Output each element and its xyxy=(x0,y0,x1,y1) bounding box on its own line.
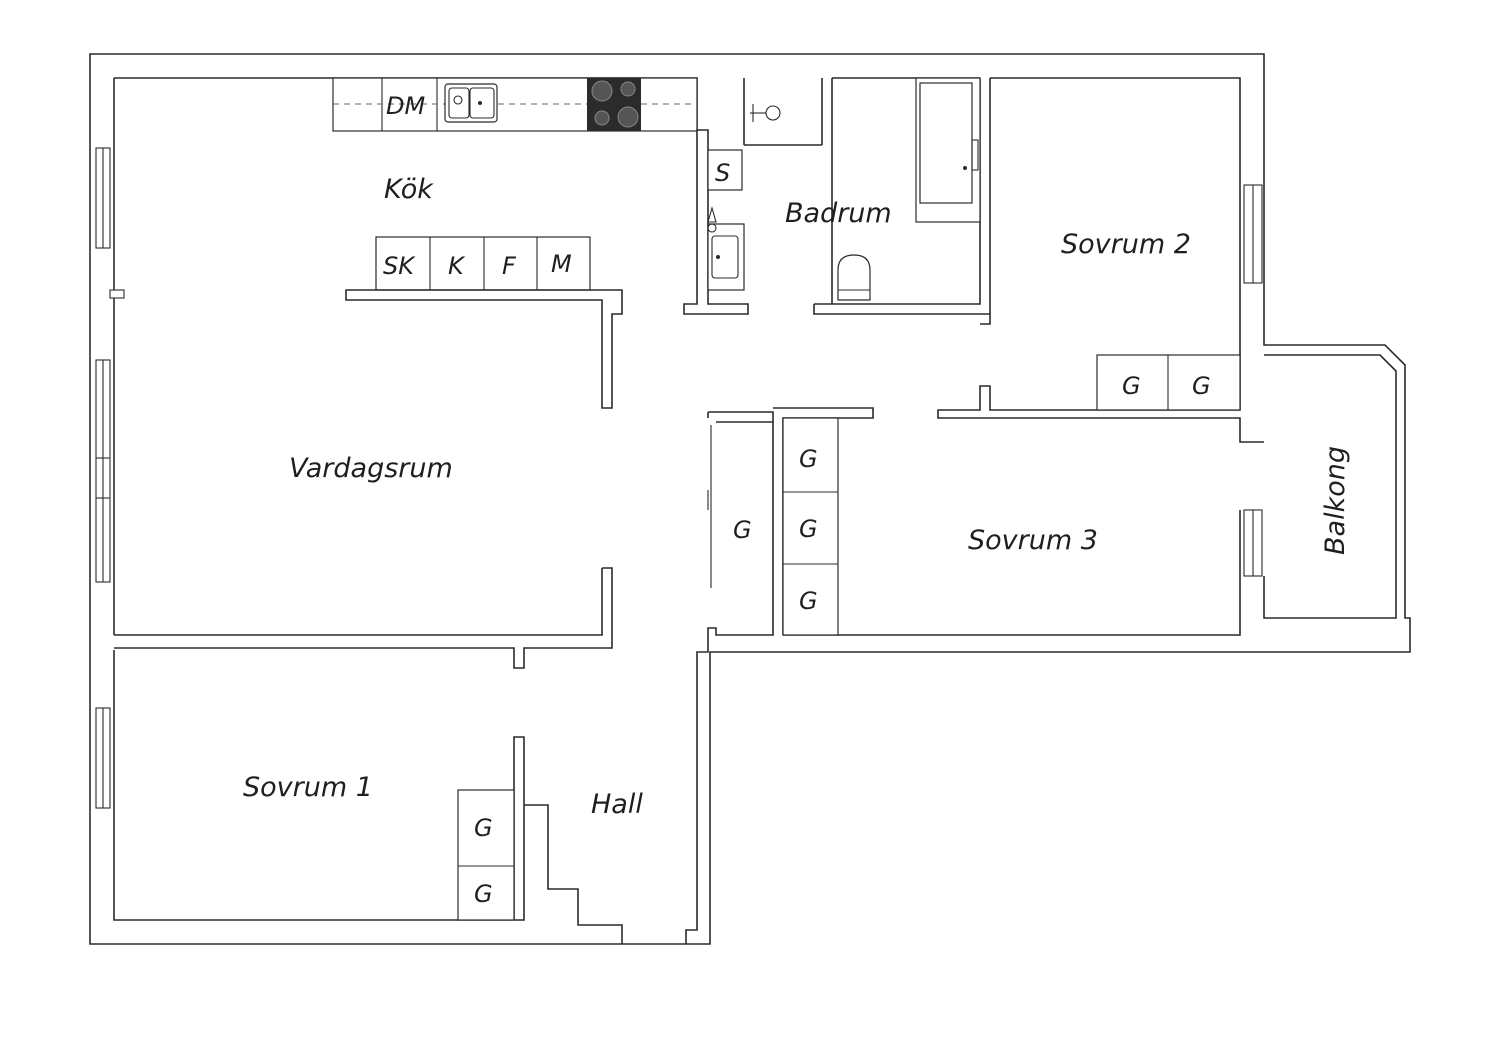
windows xyxy=(95,147,1263,809)
room-label-sovrum3: Sovrum 3 xyxy=(968,525,1098,556)
room-label-hall: Hall xyxy=(591,789,643,820)
unit-label-dm: DM xyxy=(386,92,425,120)
bathtub-icon xyxy=(915,77,981,223)
unit-label-s: S xyxy=(715,159,730,187)
interior-walls xyxy=(114,77,1397,944)
wardrobe-label: G xyxy=(474,880,493,908)
unit-label-k: K xyxy=(448,252,466,280)
unit-label-f: F xyxy=(502,252,517,280)
exterior-walls xyxy=(89,53,1411,945)
washbasin-icon xyxy=(707,205,745,291)
toilet-icon xyxy=(837,254,871,301)
room-label-vardagsrum: Vardagsrum xyxy=(289,453,453,484)
wardrobe-label: G xyxy=(799,515,818,543)
wardrobes: G G G G G G G G xyxy=(457,354,1241,921)
sink-icon xyxy=(444,83,498,123)
unit-label-m: M xyxy=(551,250,572,278)
shower-icon xyxy=(750,104,781,122)
room-label-kok: Kök xyxy=(384,174,434,205)
bathroom-fixtures: S xyxy=(707,77,981,301)
wardrobe-label: G xyxy=(1122,372,1141,400)
room-label-sovrum1: Sovrum 1 xyxy=(243,772,373,803)
room-label-badrum: Badrum xyxy=(785,198,892,229)
kitchen-counter: DM xyxy=(332,77,698,132)
room-label-sovrum2: Sovrum 2 xyxy=(1061,229,1191,260)
room-labels: Kök Badrum Sovrum 2 Vardagsrum Sovrum 3 … xyxy=(243,174,1351,820)
wardrobe-label: G xyxy=(799,587,818,615)
room-label-balkong: Balkong xyxy=(1320,446,1351,555)
stove-icon xyxy=(587,78,641,131)
wardrobe-label: G xyxy=(799,445,818,473)
kitchen-cabinets: SK K F M xyxy=(375,236,591,291)
unit-label-sk: SK xyxy=(383,252,416,280)
wardrobe-label: G xyxy=(733,516,752,544)
wardrobe-label: G xyxy=(474,814,493,842)
wardrobe-label: G xyxy=(1192,372,1211,400)
